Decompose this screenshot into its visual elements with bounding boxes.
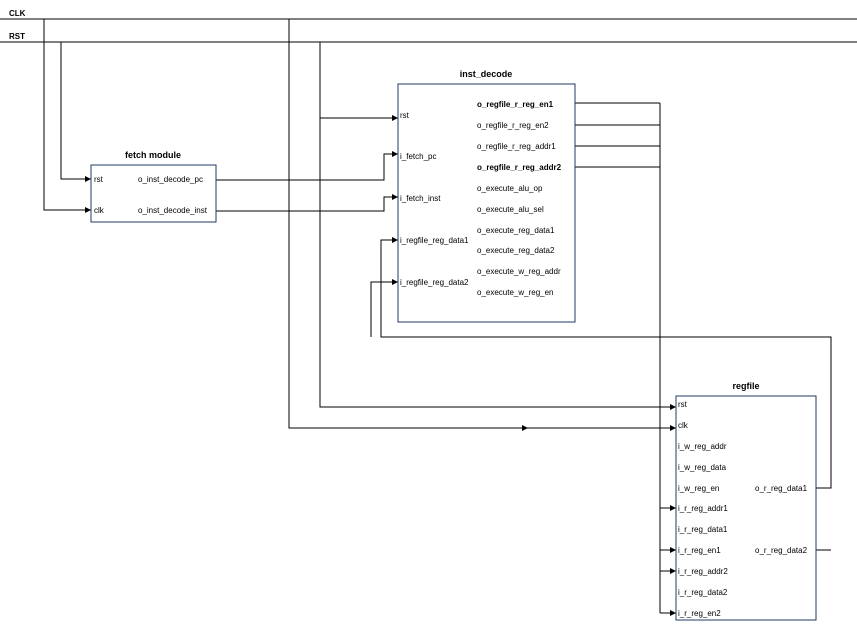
decode-port-o-regfile-r-reg-addr2: o_regfile_r_reg_addr2 [477, 163, 562, 172]
decode-port-o-execute-alu-sel: o_execute_alu_sel [477, 205, 544, 214]
decode-port-rst: rst [400, 111, 410, 120]
decode-port-o-regfile-r-reg-en2: o_regfile_r_reg_en2 [477, 121, 549, 130]
decode-port-o-execute-w-reg-en: o_execute_w_reg_en [477, 288, 554, 297]
decode-port-o-regfile-r-reg-en1: o_regfile_r_reg_en1 [477, 100, 554, 109]
decode-port-o-execute-reg-data2: o_execute_reg_data2 [477, 246, 555, 255]
regfile-port-clk: clk [678, 421, 689, 430]
fetch-port-clk: clk [94, 206, 105, 215]
fetch-port-o-inst-decode-pc: o_inst_decode_pc [138, 175, 203, 184]
fetch-port-rst: rst [94, 175, 104, 184]
clk-label: CLK [9, 9, 26, 18]
regfile-port-i-r-reg-data2: i_r_reg_data2 [678, 588, 728, 597]
regfile-port-rst: rst [678, 400, 688, 409]
wires [43, 19, 832, 616]
rst-label: RST [9, 32, 25, 41]
regfile-port-i-w-reg-data: i_w_reg_data [678, 463, 727, 472]
regfile-port-o-r-reg-data2: o_r_reg_data2 [755, 546, 808, 555]
regfile-port-o-r-reg-data1: o_r_reg_data1 [755, 484, 808, 493]
fetch-module-title: fetch module [125, 150, 181, 160]
regfile-port-i-r-reg-en1: i_r_reg_en1 [678, 546, 721, 555]
regfile-block: regfile rst clk i_w_reg_addr i_w_reg_dat… [675, 381, 817, 621]
arrowheads [85, 115, 676, 616]
regfile-port-i-r-reg-data1: i_r_reg_data1 [678, 525, 728, 534]
decode-port-i-regfile-reg-data2: i_regfile_reg_data2 [400, 278, 469, 287]
decode-port-i-fetch-pc: i_fetch_pc [400, 152, 436, 161]
inst-decode-title: inst_decode [460, 69, 513, 79]
regfile-port-i-r-reg-addr1: i_r_reg_addr1 [678, 504, 728, 513]
decode-port-o-execute-reg-data1: o_execute_reg_data1 [477, 226, 555, 235]
fetch-port-o-inst-decode-inst: o_inst_decode_inst [138, 206, 208, 215]
inst-decode-block: inst_decode rst i_fetch_pc i_fetch_inst … [397, 69, 576, 323]
decode-port-i-fetch-inst: i_fetch_inst [400, 194, 441, 203]
regfile-port-i-w-reg-addr: i_w_reg_addr [678, 442, 727, 451]
decode-port-o-execute-w-reg-addr: o_execute_w_reg_addr [477, 267, 561, 276]
regfile-port-i-w-reg-en: i_w_reg_en [678, 484, 719, 493]
regfile-title: regfile [732, 381, 759, 391]
decode-port-o-regfile-r-reg-addr1: o_regfile_r_reg_addr1 [477, 142, 556, 151]
fetch-module-block: fetch module rst clk o_inst_decode_pc o_… [90, 150, 217, 223]
decode-port-i-regfile-reg-data1: i_regfile_reg_data1 [400, 236, 469, 245]
decode-port-o-execute-alu-op: o_execute_alu_op [477, 184, 543, 193]
regfile-port-i-r-reg-en2: i_r_reg_en2 [678, 609, 721, 618]
regfile-port-i-r-reg-addr2: i_r_reg_addr2 [678, 567, 728, 576]
